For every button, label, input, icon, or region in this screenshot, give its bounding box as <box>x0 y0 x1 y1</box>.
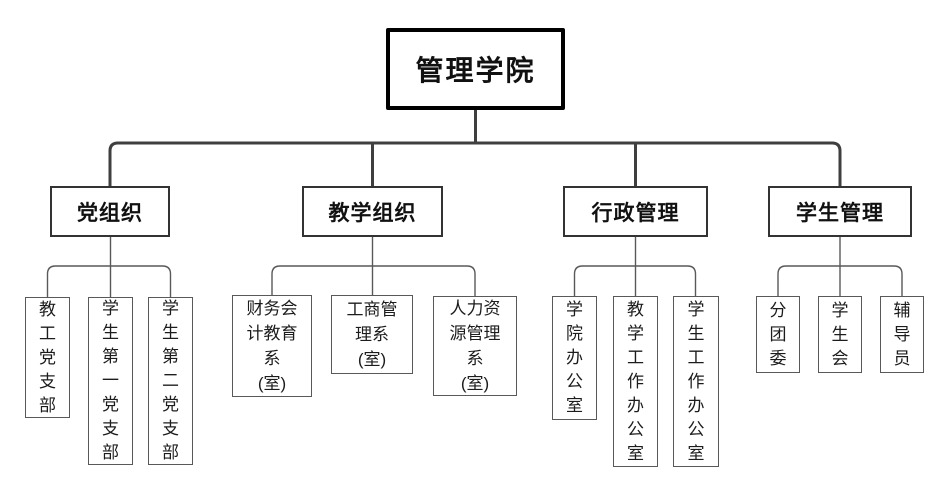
node-finance-accounting-education-dept: 财务会 计教育 系 (室) <box>232 295 312 397</box>
node-business-administration-dept: 工商管 理系 (室) <box>331 295 413 374</box>
connector-studentmgmt-rail <box>777 265 903 296</box>
node-teaching-organization: 教学组织 <box>302 186 443 237</box>
node-staff-party-branch: 教 工 党 支 部 <box>25 297 70 418</box>
connector-party-rail <box>46 265 172 297</box>
connector-teaching-rail <box>271 265 476 296</box>
node-student-second-party-branch: 学 生 第 二 党 支 部 <box>148 297 193 465</box>
node-teaching-affairs-office: 教 学 工 作 办 公 室 <box>613 296 658 467</box>
node-youth-league-committee: 分 团 委 <box>756 296 800 373</box>
node-counselor: 辅 导 员 <box>880 296 924 373</box>
node-student-first-party-branch: 学 生 第 一 党 支 部 <box>88 297 133 465</box>
node-student-union: 学 生 会 <box>818 296 862 373</box>
node-root-management-college: 管理学院 <box>386 28 565 110</box>
connector-level1-trunk <box>108 141 842 186</box>
node-student-affairs-office: 学 生 工 作 办 公 室 <box>673 296 719 467</box>
node-college-office: 学 院 办 公 室 <box>552 296 597 420</box>
node-party-organization: 党组织 <box>50 186 170 237</box>
connector-administration-rail <box>573 265 697 296</box>
node-student-management: 学生管理 <box>768 186 912 237</box>
node-human-resources-management-dept: 人力资 源管理 系 (室) <box>433 296 517 396</box>
node-administration: 行政管理 <box>563 186 708 237</box>
